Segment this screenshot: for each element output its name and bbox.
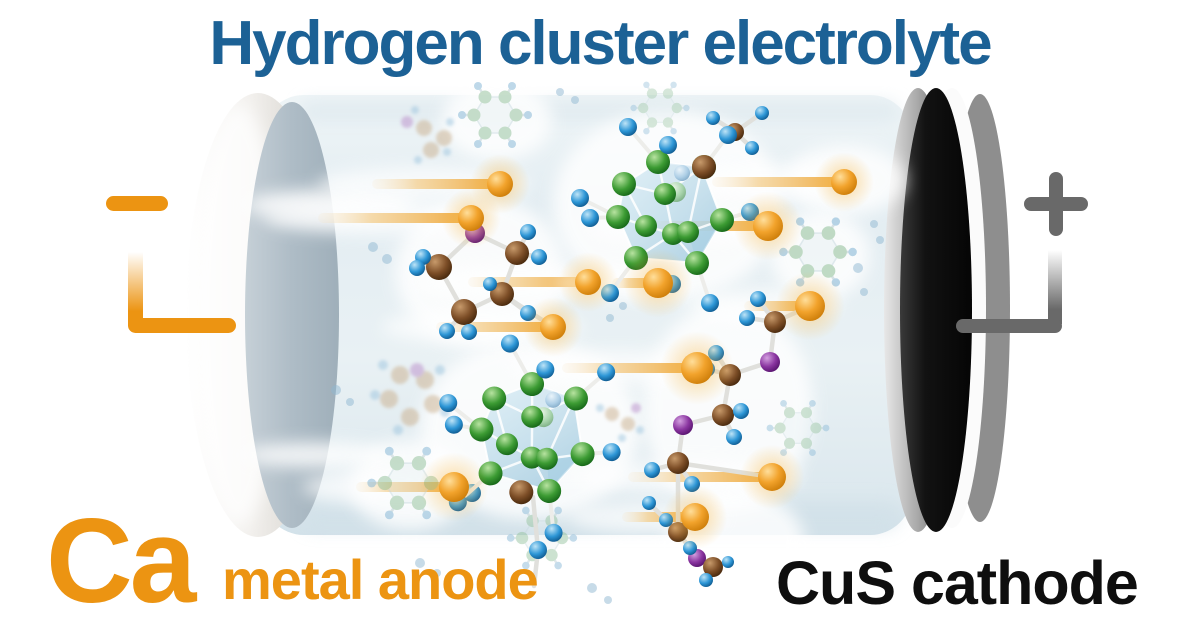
solvent-dot [860, 288, 868, 296]
ion-trail [712, 177, 844, 187]
atom-H [529, 541, 547, 559]
solvent-dot [368, 242, 378, 252]
diagram-title: Hydrogen cluster electrolyte [209, 9, 991, 78]
calcium-ion [643, 268, 673, 298]
calcium-ion [487, 171, 513, 197]
atom-C [505, 241, 529, 265]
glow-cloud [243, 442, 393, 468]
ion-trail [372, 179, 500, 189]
atom-N [760, 352, 780, 372]
hydrogen-cluster-anion [413, 320, 642, 554]
atom-C [426, 254, 452, 280]
atom-C [451, 299, 477, 325]
atom-H [531, 249, 547, 265]
solvent-dot [571, 96, 579, 104]
calcium-ion [831, 169, 857, 195]
calcium-ion [681, 352, 713, 384]
cathode-label: CuS cathode [776, 549, 1138, 617]
solvent-dot [587, 583, 597, 593]
scattered-dot-layer [331, 88, 884, 604]
atom-N [673, 415, 693, 435]
solvent-dot [331, 385, 341, 395]
cathode-terminal [956, 172, 1088, 333]
atom-H [439, 323, 455, 339]
atom-C [490, 282, 514, 306]
calcium-ion [753, 211, 783, 241]
atom-C [703, 557, 723, 577]
solvent-dot [604, 596, 612, 604]
atom-H [750, 291, 766, 307]
ion-trail [628, 472, 772, 482]
atom-H [726, 429, 742, 445]
atom-C [509, 480, 534, 505]
solvent-dot [619, 302, 627, 310]
atom-H [483, 277, 497, 291]
calcium-ion [439, 472, 469, 502]
hydrogen-cluster-layer [413, 116, 761, 554]
atom-H [409, 260, 425, 276]
ion-trail [318, 213, 471, 223]
atom-H [706, 111, 720, 125]
solvent-dot [606, 314, 614, 322]
calcium-ion [758, 463, 786, 491]
cluster2-pendant [529, 494, 547, 589]
atom-H [520, 224, 536, 240]
solvent-dot [433, 569, 441, 577]
solvent-dot [382, 254, 392, 264]
atom-C [692, 155, 716, 179]
minus-icon [106, 196, 168, 211]
solvent-dot [346, 398, 354, 406]
solvent-dot [415, 558, 425, 568]
atom-H [733, 403, 749, 419]
calcium-ion [575, 269, 601, 295]
calcium-ion [540, 314, 566, 340]
faded-molecule [401, 106, 454, 164]
atom-C [667, 452, 689, 474]
atom-H [745, 141, 759, 155]
anode-label: metal anode [222, 548, 538, 611]
atom-H [642, 496, 656, 510]
atom-H [461, 324, 477, 340]
anode-disc [186, 93, 339, 537]
atom-H [722, 556, 734, 568]
atom-C [712, 404, 734, 426]
atom-H [699, 573, 713, 587]
calcium-ion [458, 205, 484, 231]
atom-H [644, 462, 660, 478]
cathode-disc [884, 88, 1010, 532]
plus-icon [1024, 172, 1088, 236]
hydrogen-cluster-anion [569, 116, 761, 314]
faded-molecule [596, 403, 644, 442]
solvent-dot [556, 88, 564, 96]
calcium-ion-layer [419, 152, 874, 550]
atom-H [739, 310, 755, 326]
calcium-ion [681, 503, 709, 531]
anode-element-symbol: Ca [46, 494, 198, 628]
solvent-dot [876, 236, 884, 244]
solvent-dot [870, 220, 878, 228]
solvent-dot [853, 263, 863, 273]
calcium-ion [795, 291, 825, 321]
anode-terminal [106, 196, 236, 333]
atom-H [755, 106, 769, 120]
